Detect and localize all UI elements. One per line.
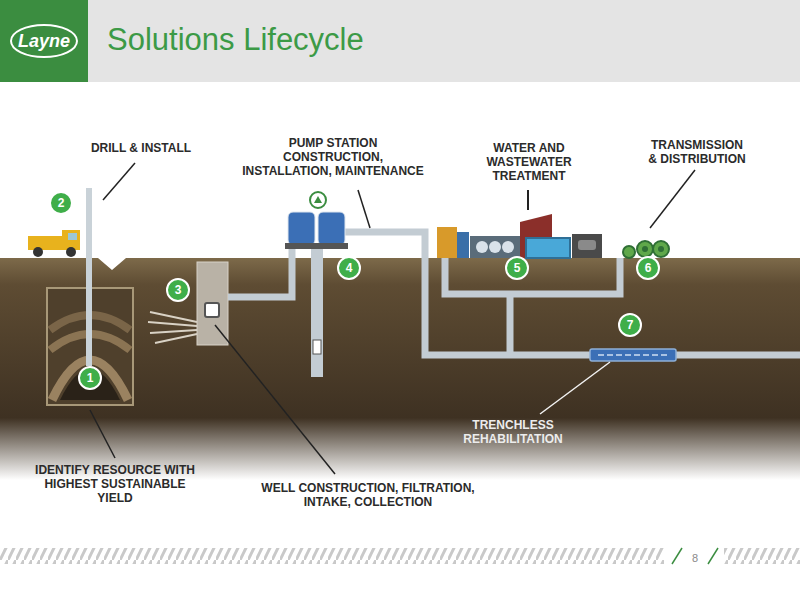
footer-stripes bbox=[0, 548, 664, 564]
truck-window bbox=[68, 233, 77, 240]
pipe-roll-core bbox=[658, 246, 664, 252]
footer-slash bbox=[672, 548, 682, 564]
intake-screen bbox=[148, 322, 197, 326]
drill-pipe bbox=[86, 188, 92, 366]
slide-title: Solutions Lifecycle bbox=[107, 22, 364, 58]
recycle-arrow bbox=[314, 196, 322, 203]
pump-tank bbox=[318, 212, 345, 245]
callout-number: 6 bbox=[636, 256, 660, 280]
callout-circle-fill bbox=[637, 257, 659, 279]
intake-structure bbox=[197, 262, 228, 345]
footer-slash bbox=[708, 548, 718, 564]
logo-block bbox=[0, 0, 88, 82]
leader-line bbox=[540, 362, 610, 414]
callout-number: 3 bbox=[166, 278, 190, 302]
pump-tank bbox=[288, 212, 315, 245]
plant-building bbox=[437, 227, 457, 258]
callout-circle: 3 bbox=[166, 278, 190, 302]
pipe bbox=[507, 294, 514, 355]
liner-highlight bbox=[598, 354, 668, 356]
intake-screen bbox=[150, 312, 197, 322]
callout-circle-fill bbox=[338, 257, 360, 279]
callout-circle: 2 bbox=[49, 191, 73, 215]
ground bbox=[0, 258, 800, 480]
pipe-roll-core bbox=[642, 246, 648, 252]
callout-label: WATER AND WASTEWATER TREATMENT bbox=[479, 141, 579, 183]
well-pump bbox=[313, 340, 321, 354]
callout-circle: 1 bbox=[78, 366, 102, 390]
callout-circle-fill bbox=[167, 279, 189, 301]
liner-segment bbox=[590, 349, 676, 361]
pipe-roll bbox=[653, 241, 669, 257]
leader-line bbox=[90, 410, 115, 458]
callout-number: 1 bbox=[78, 366, 102, 390]
callout-circle-fill bbox=[50, 192, 72, 214]
callout-label: TRENCHLESS REHABILITATION bbox=[453, 418, 573, 446]
callout-circle: 6 bbox=[636, 256, 660, 280]
pipe-roll bbox=[623, 246, 635, 258]
intake-screen bbox=[155, 334, 197, 343]
callout-label: DRILL & INSTALL bbox=[66, 141, 216, 155]
callout-label: IDENTIFY RESOURCE WITH HIGHEST SUSTAINAB… bbox=[33, 463, 198, 505]
truck-wheel bbox=[66, 247, 76, 257]
intake-opening bbox=[205, 303, 219, 317]
plant-tank bbox=[476, 241, 488, 253]
callout-number: 4 bbox=[337, 256, 361, 280]
plant-building bbox=[470, 236, 520, 258]
plant-tank bbox=[502, 241, 514, 253]
pump-base bbox=[285, 243, 348, 249]
callout-circle: 7 bbox=[618, 313, 642, 337]
callout-circle: 5 bbox=[505, 256, 529, 280]
callout-circle-fill bbox=[79, 367, 101, 389]
callout-circle-fill bbox=[506, 257, 528, 279]
plant-building bbox=[572, 234, 602, 258]
pipe-roll bbox=[637, 241, 653, 257]
leader-line bbox=[103, 163, 135, 200]
page-number: 8 bbox=[685, 551, 705, 566]
callout-number: 2 bbox=[49, 191, 73, 215]
callout-number: 7 bbox=[618, 313, 642, 337]
leader-line bbox=[358, 190, 370, 228]
pipe bbox=[345, 232, 800, 355]
truck-body bbox=[28, 236, 66, 250]
recycle-icon bbox=[310, 192, 326, 208]
plant-basin bbox=[526, 238, 570, 258]
logo-text: Layne bbox=[4, 30, 84, 52]
header-band bbox=[88, 0, 800, 82]
well-shaft bbox=[311, 245, 323, 377]
plant-building bbox=[457, 232, 469, 258]
plant-window bbox=[578, 240, 596, 250]
pipe bbox=[228, 248, 292, 297]
callout-label: PUMP STATION CONSTRUCTION, INSTALLATION,… bbox=[238, 136, 428, 178]
callout-circle-fill bbox=[619, 314, 641, 336]
truck-wheel bbox=[33, 247, 43, 257]
callout-circle: 4 bbox=[337, 256, 361, 280]
intake-screen bbox=[150, 330, 197, 333]
leader-line bbox=[650, 170, 695, 228]
rock-layer bbox=[52, 360, 128, 400]
leader-line bbox=[215, 325, 335, 474]
pipe bbox=[445, 258, 620, 294]
plant-tank bbox=[489, 241, 501, 253]
footer-stripes bbox=[724, 548, 800, 564]
callout-number: 5 bbox=[505, 256, 529, 280]
callout-label: WELL CONSTRUCTION, FILTRATION, INTAKE, C… bbox=[256, 481, 481, 509]
callout-label: TRANSMISSION & DISTRIBUTION bbox=[647, 138, 748, 166]
leader-line bbox=[527, 190, 529, 210]
